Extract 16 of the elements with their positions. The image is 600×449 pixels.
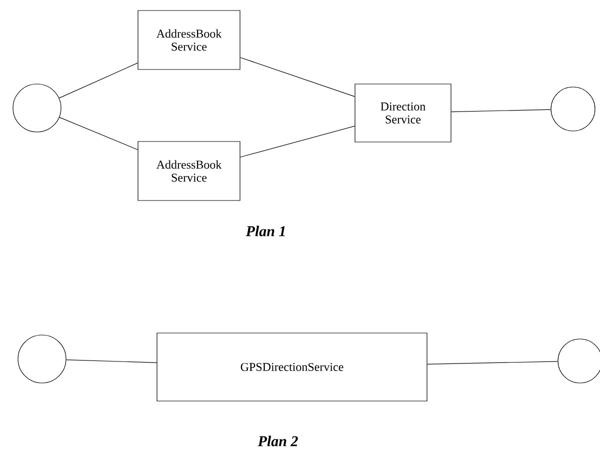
connector-line [66,359,157,363]
circle-node [18,334,66,384]
connector-line [240,126,355,158]
service-box: AddressBook Service [138,10,240,70]
plan-caption: Plan 1 [246,226,285,236]
circle-node [12,84,62,132]
connector-line [58,62,138,98]
connector-line [427,361,558,364]
circle-node [550,86,596,132]
service-box: GPSDirectionService [156,332,428,402]
plan-caption: Plan 2 [258,436,298,446]
connector-line [59,117,138,150]
service-box: Direction Service [354,84,452,142]
service-box: AddressBook Service [138,141,240,201]
connector-line [451,109,551,112]
connector-line [240,57,355,97]
